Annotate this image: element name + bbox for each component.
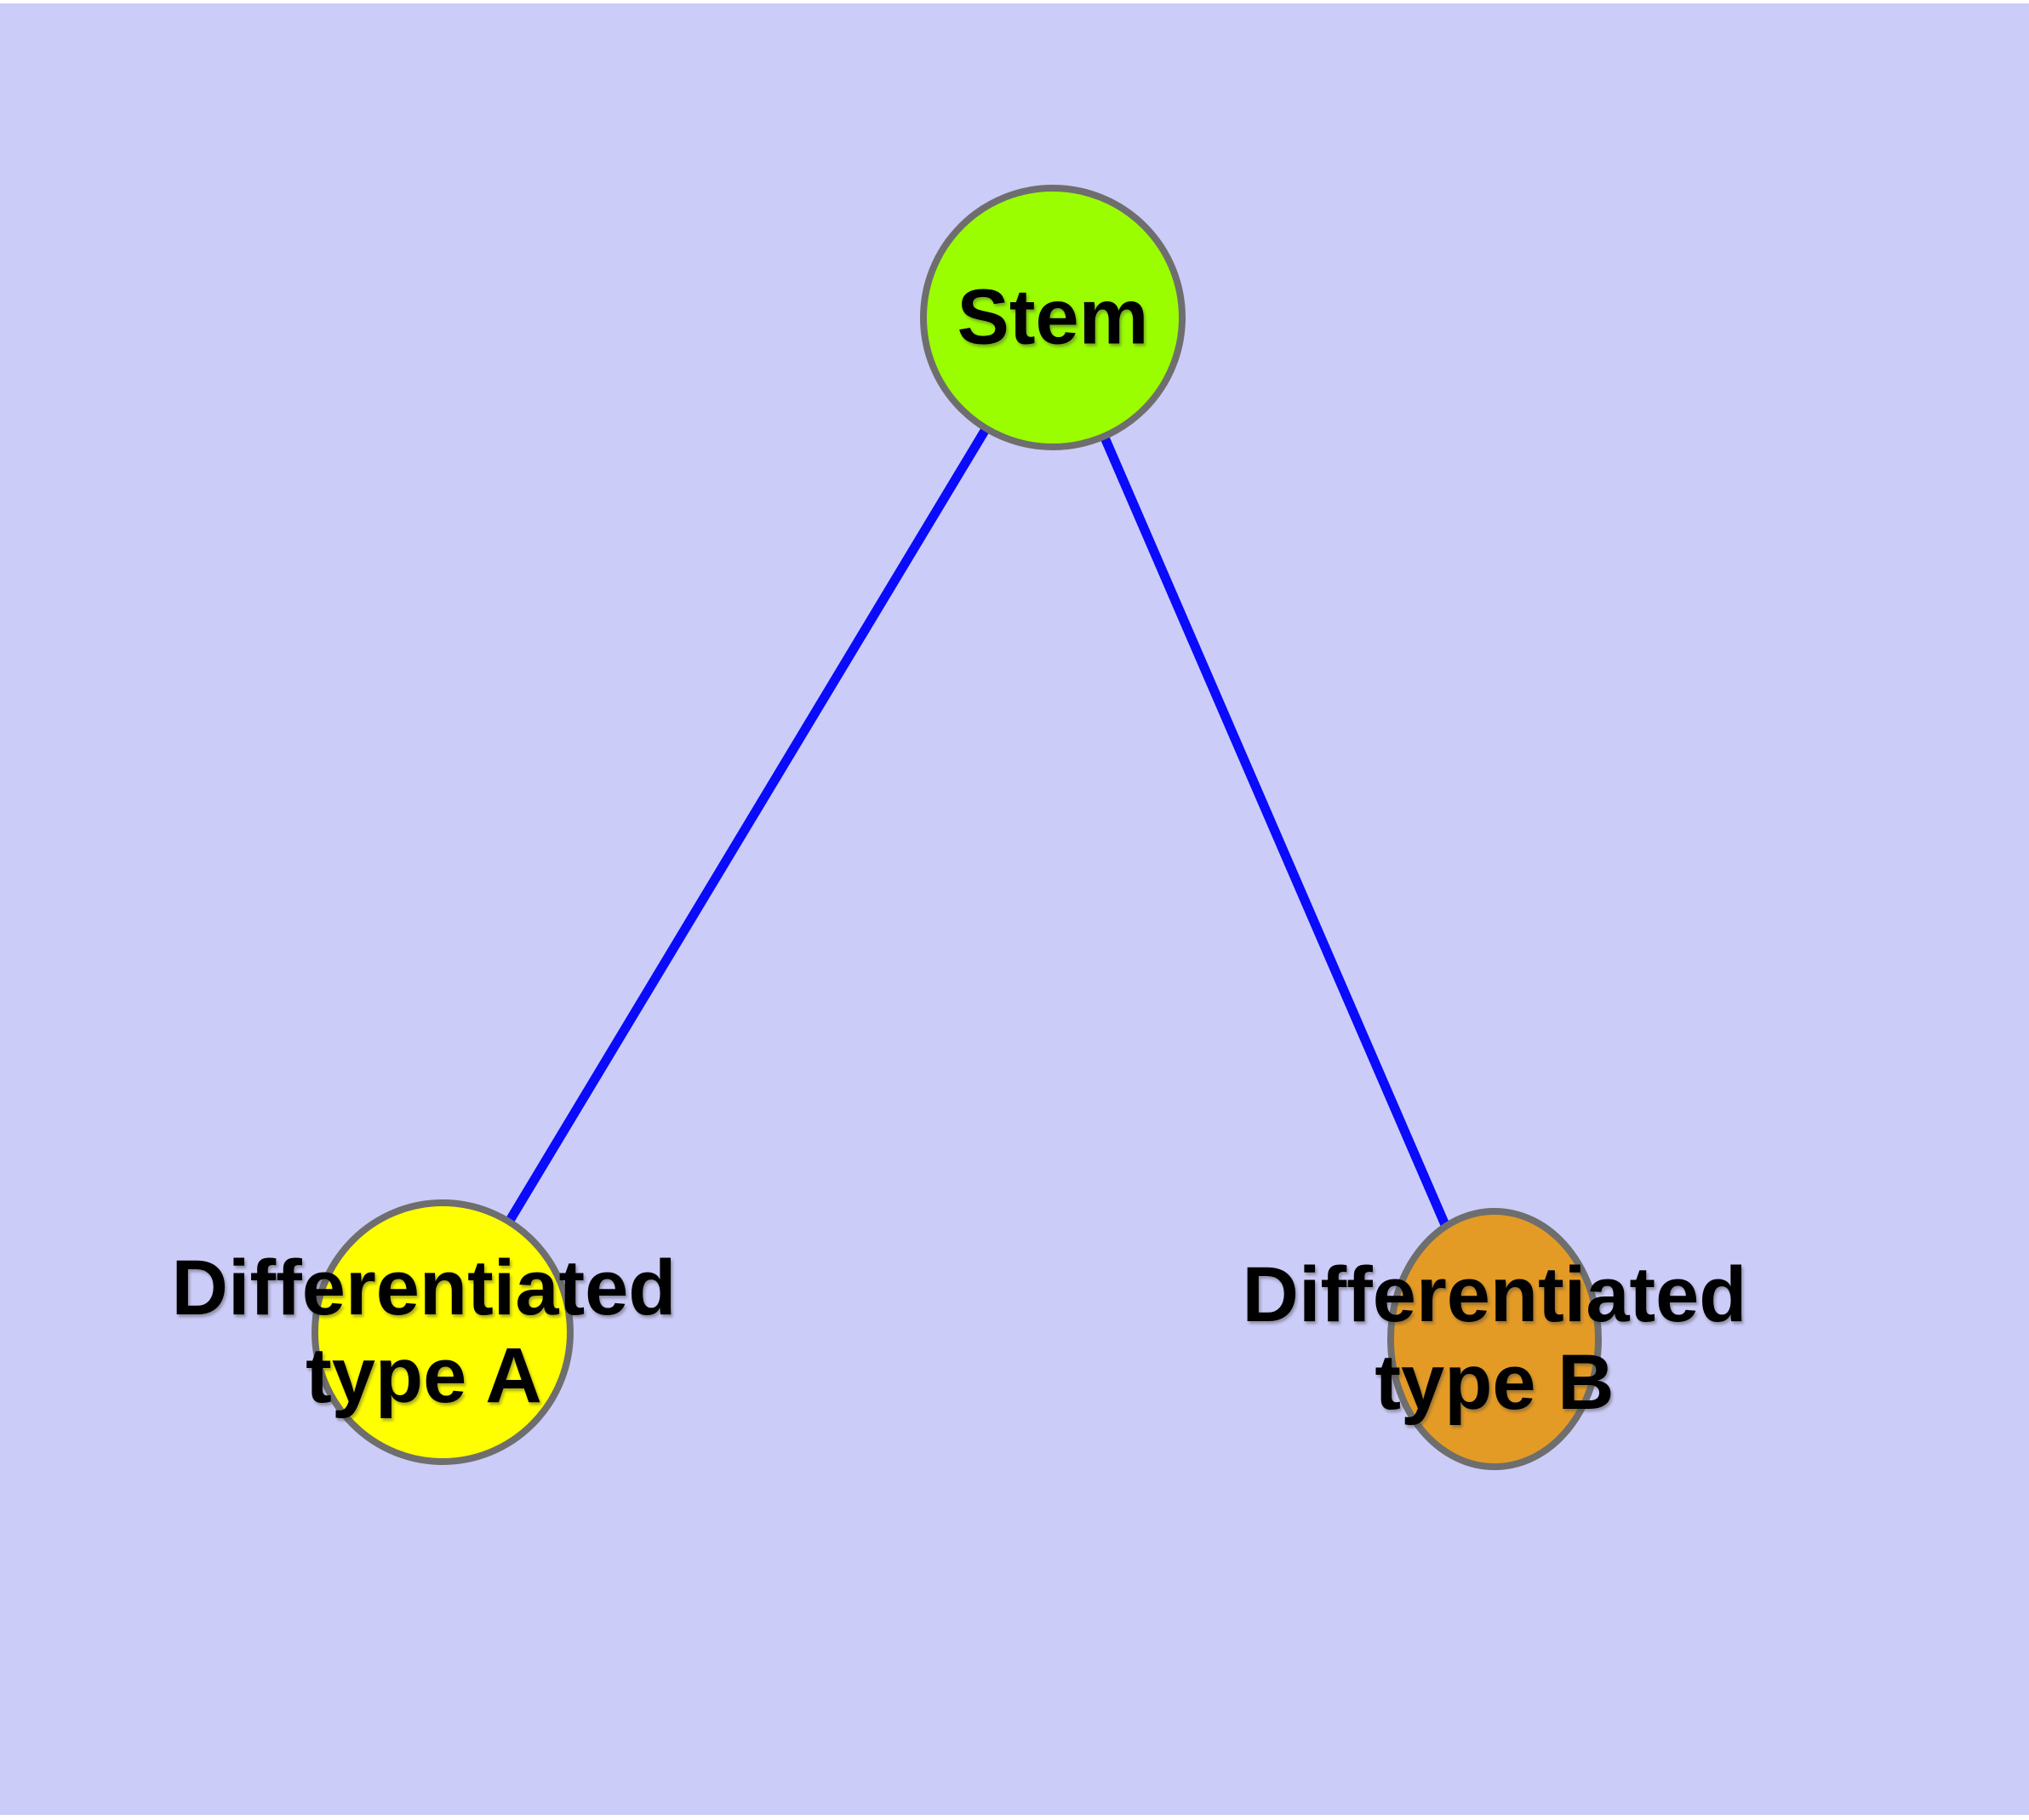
node-differentiated-type-b-circle [1387, 1208, 1602, 1470]
node-stem-circle [920, 185, 1186, 450]
edge-stem-to-type-a [438, 315, 1057, 1335]
node-differentiated-type-a-circle [311, 1199, 574, 1465]
edge-stem-to-type-b [1048, 315, 1500, 1342]
